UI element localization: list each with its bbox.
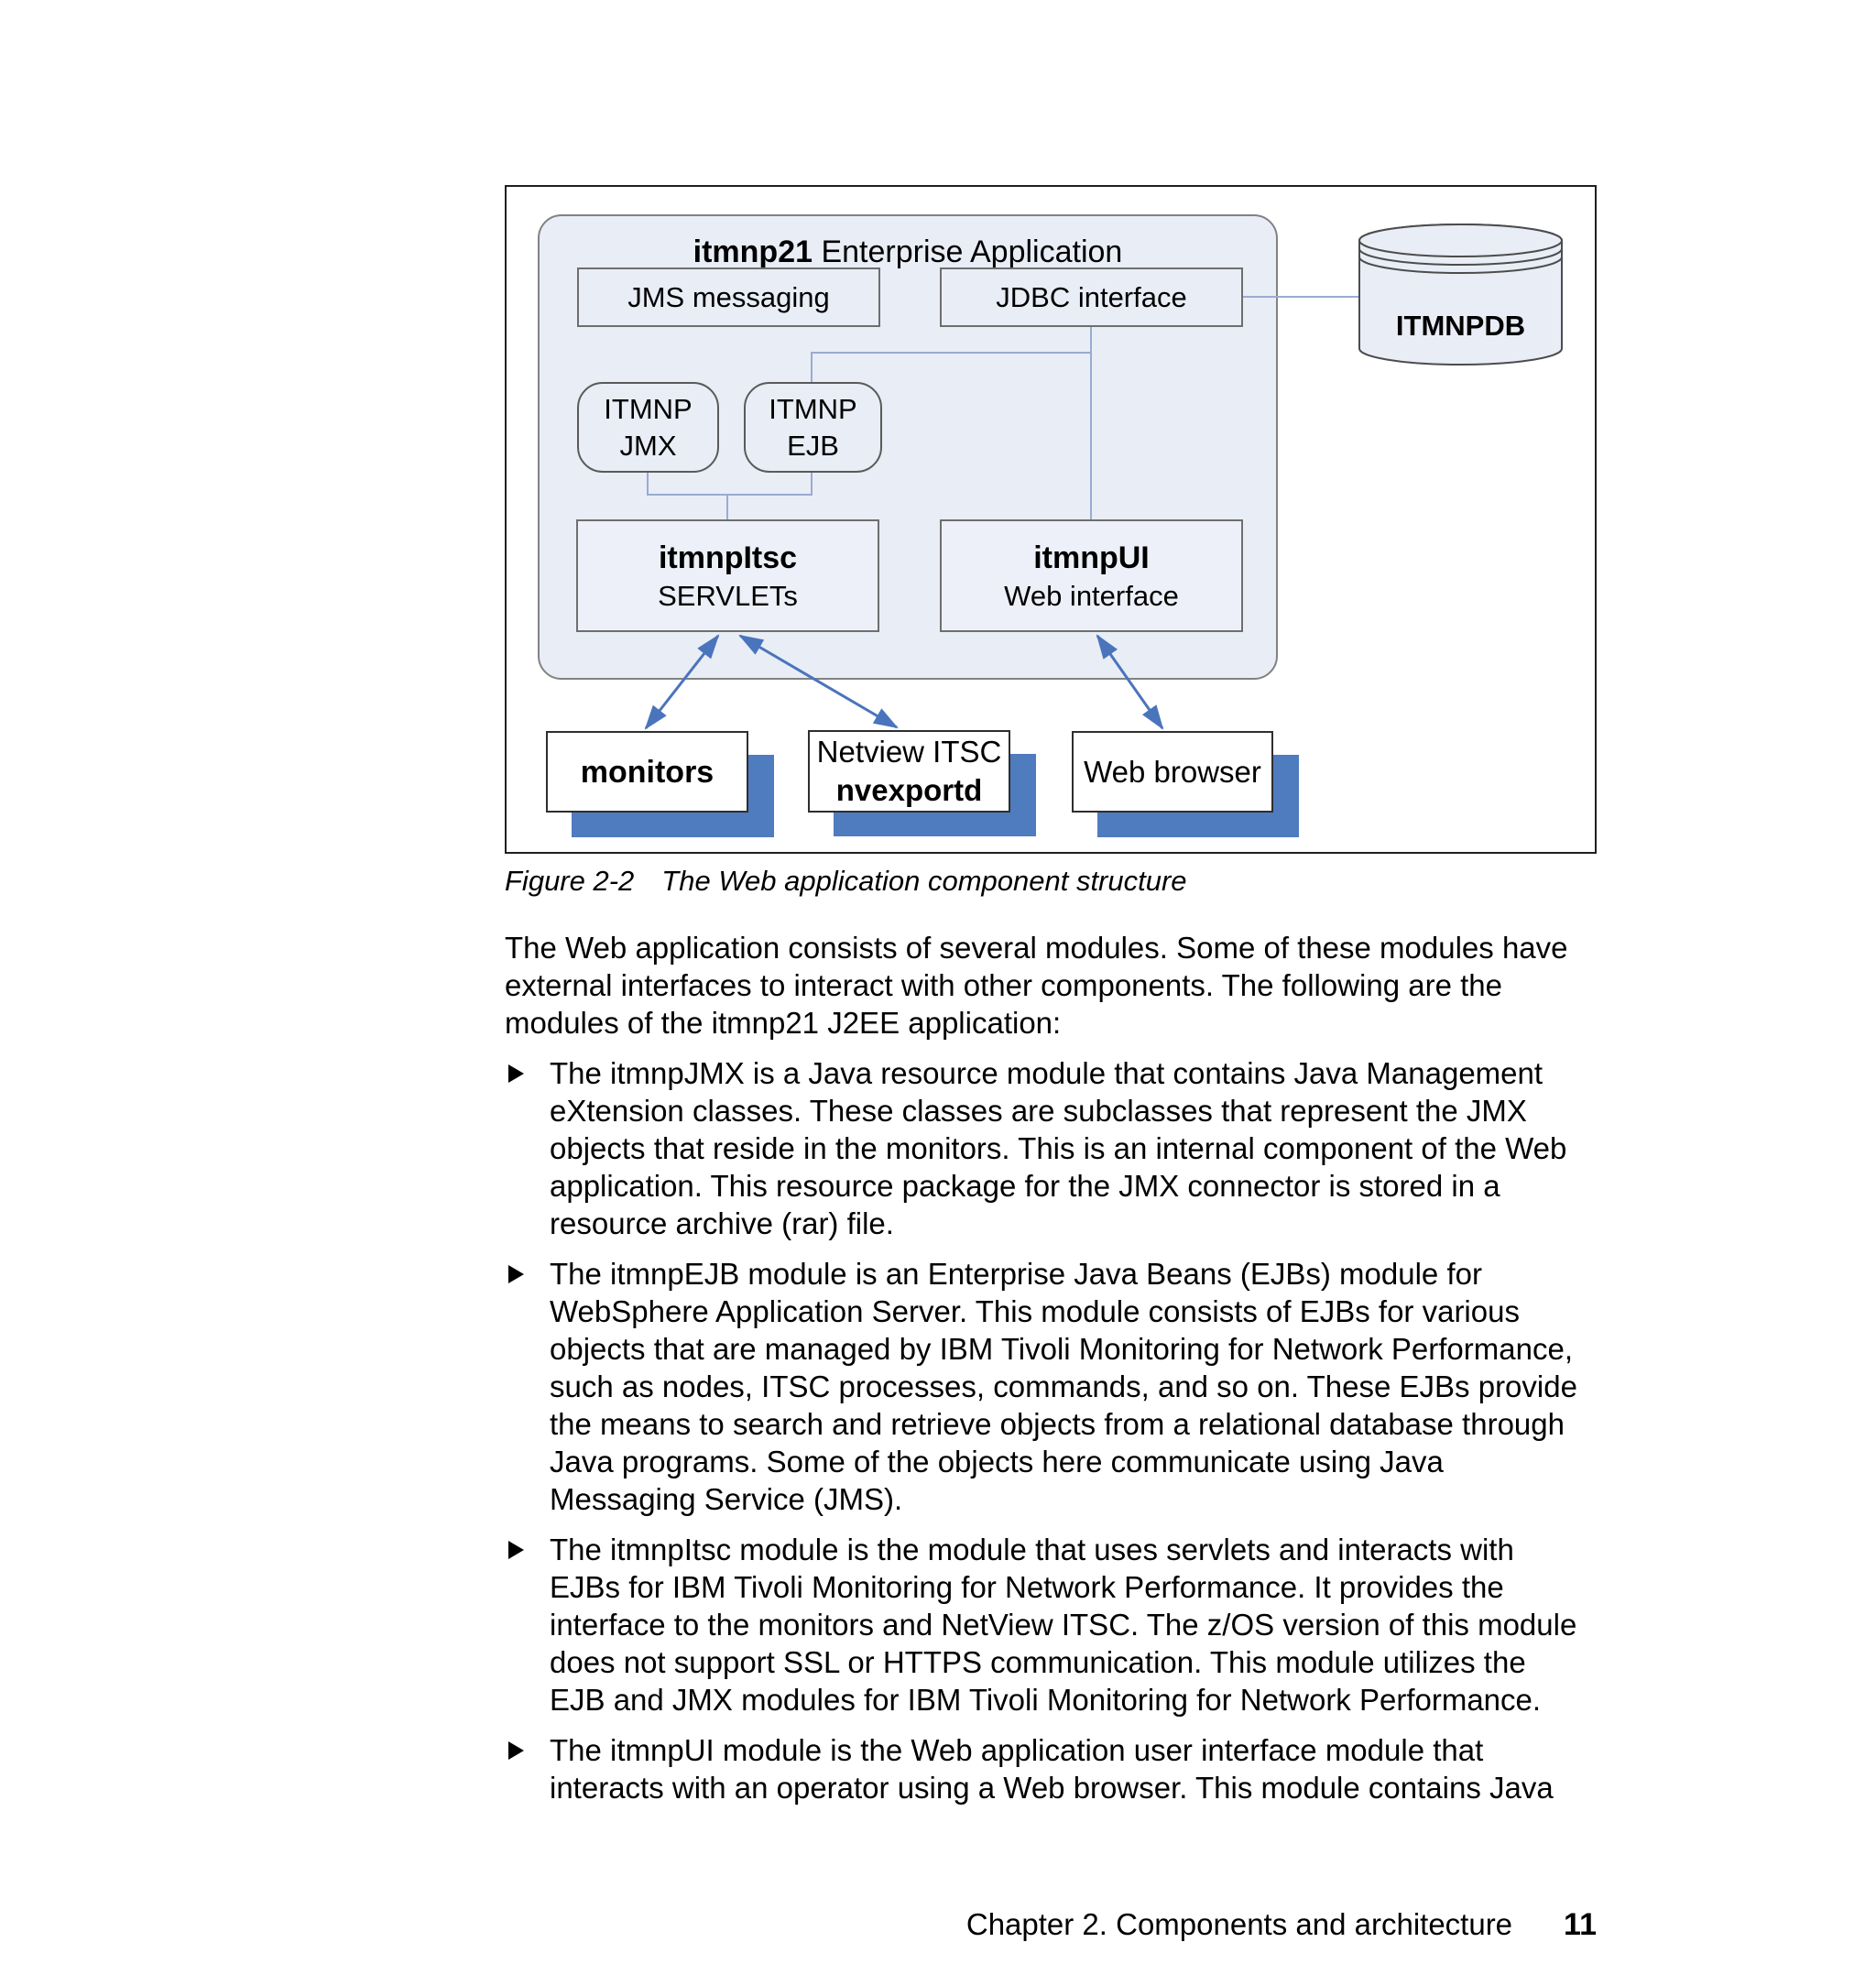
itmnp-ejb-label-line1: ITMNP <box>769 392 857 425</box>
bullet-line: such as nodes, ITSC processes, commands,… <box>550 1369 1577 1403</box>
bullet-line: EJB and JMX modules for IBM Tivoli Monit… <box>550 1683 1542 1717</box>
diagram-connectors-layer <box>644 224 1563 730</box>
enterprise-application-title-rest: Enterprise Application <box>813 235 1123 269</box>
netview-itsc-box: Netview ITSC nvexportd <box>808 730 1010 813</box>
bullet-line: objects that are managed by IBM Tivoli M… <box>550 1332 1573 1366</box>
itmnp-jmx-label-line2: JMX <box>619 429 677 462</box>
body-text: The Web application consists of several … <box>505 929 1613 1819</box>
jms-messaging-box: JMS messaging <box>577 267 880 327</box>
itmnpui-web-interface-box: itmnpUI Web interface <box>940 519 1243 632</box>
bullet-line: The itmnpUI module is the Web applicatio… <box>550 1733 1484 1767</box>
bullet-line: interface to the monitors and NetView IT… <box>550 1608 1577 1642</box>
itmnp-jmx-label-line1: ITMNP <box>604 392 693 425</box>
bullet-line: eXtension classes. These classes are sub… <box>550 1094 1527 1128</box>
figure-caption: Figure 2-2 The Web application component … <box>505 865 1187 898</box>
ui-webbrowser-bidirectional-arrow <box>1096 634 1164 730</box>
bullet-triangle-icon <box>508 1064 524 1083</box>
bullet-line: interacts with an operator using a Web b… <box>550 1771 1554 1805</box>
bullet-item-itmnpjmx: The itmnpJMX is a Java resource module t… <box>505 1054 1613 1242</box>
itmnp-ejb-box: ITMNP EJB <box>744 382 882 473</box>
bullet-line: Messaging Service (JMS). <box>550 1482 903 1516</box>
bullet-line: application. This resource package for t… <box>550 1169 1500 1203</box>
itmnpui-title: itmnpUI <box>1033 540 1150 575</box>
bullet-line: EJBs for IBM Tivoli Monitoring for Netwo… <box>550 1570 1504 1604</box>
footer-page-number: 11 <box>1564 1907 1597 1942</box>
itmnp-jmx-box: ITMNP JMX <box>577 382 719 473</box>
enterprise-application-name: itmnp21 <box>693 235 813 269</box>
bullet-line: objects that reside in the monitors. Thi… <box>550 1131 1567 1165</box>
jms-messaging-label: JMS messaging <box>627 280 830 313</box>
itsc-monitors-bidirectional-arrow <box>644 634 720 730</box>
web-browser-box: Web browser <box>1072 731 1273 813</box>
footer-chapter-title: Chapter 2. Components and architecture <box>965 1907 1513 1941</box>
netview-label-line2: nvexportd <box>835 773 983 807</box>
bullet-line: does not support SSL or HTTPS communicat… <box>550 1645 1526 1679</box>
itsc-netview-bidirectional-arrow <box>738 634 899 729</box>
bullet-triangle-icon <box>508 1741 524 1760</box>
monitors-box: monitors <box>546 731 748 813</box>
bullet-line: The itmnpEJB module is an Enterprise Jav… <box>550 1257 1482 1291</box>
jdbc-to-ejb-line <box>811 352 1091 382</box>
figure-caption-text: The Web application component structure <box>661 865 1187 897</box>
enterprise-application-title: itmnp21 Enterprise Application <box>538 235 1278 270</box>
figure-caption-number: Figure 2-2 <box>505 865 635 897</box>
monitors-label: monitors <box>580 754 714 790</box>
bullet-line: the means to search and retrieve objects… <box>550 1407 1565 1441</box>
bullet-triangle-icon <box>508 1541 524 1559</box>
intro-line: The Web application consists of several … <box>505 931 1568 965</box>
bullet-line: WebSphere Application Server. This modul… <box>550 1294 1520 1328</box>
arrows <box>644 634 1164 730</box>
itmnpitsc-subtitle: SERVLETs <box>658 579 798 612</box>
bullet-item-itmnpitsc: The itmnpItsc module is the module that … <box>505 1531 1613 1719</box>
bullet-item-itmnpejb: The itmnpEJB module is an Enterprise Jav… <box>505 1255 1613 1518</box>
itmnpui-subtitle: Web interface <box>1004 579 1179 612</box>
database-cylinder-icon <box>1358 224 1563 366</box>
netview-label-line1: Netview ITSC <box>816 735 1002 769</box>
itmnpitsc-servlets-box: itmnpItsc SERVLETs <box>576 519 879 632</box>
intro-line: external interfaces to interact with oth… <box>505 968 1502 1002</box>
intro-paragraph: The Web application consists of several … <box>505 929 1613 1042</box>
web-browser-label: Web browser <box>1084 754 1261 789</box>
bullet-item-itmnpui: The itmnpUI module is the Web applicatio… <box>505 1731 1613 1806</box>
bullet-line: The itmnpJMX is a Java resource module t… <box>550 1056 1543 1090</box>
jdbc-interface-box: JDBC interface <box>940 267 1243 327</box>
jdbc-interface-label: JDBC interface <box>996 280 1187 313</box>
jmx-ejb-bus-line <box>647 473 813 496</box>
bullet-triangle-icon <box>508 1265 524 1283</box>
bullet-line: Java programs. Some of the objects here … <box>550 1445 1444 1479</box>
intro-line: modules of the itmnp21 J2EE application: <box>505 1006 1062 1040</box>
itmnp-ejb-label-line2: EJB <box>787 429 839 462</box>
page-footer: Chapter 2. Components and architecture 11 <box>505 1907 1597 1943</box>
bullet-line: The itmnpItsc module is the module that … <box>550 1533 1514 1566</box>
itmnpdb-label: ITMNPDB <box>1395 310 1526 342</box>
figure-2-2-diagram: itmnp21 Enterprise Application JMS messa… <box>505 185 1597 854</box>
bullet-line: resource archive (rar) file. <box>550 1206 894 1240</box>
connector-lines <box>647 296 1359 519</box>
itmnpitsc-title: itmnpItsc <box>658 540 798 575</box>
